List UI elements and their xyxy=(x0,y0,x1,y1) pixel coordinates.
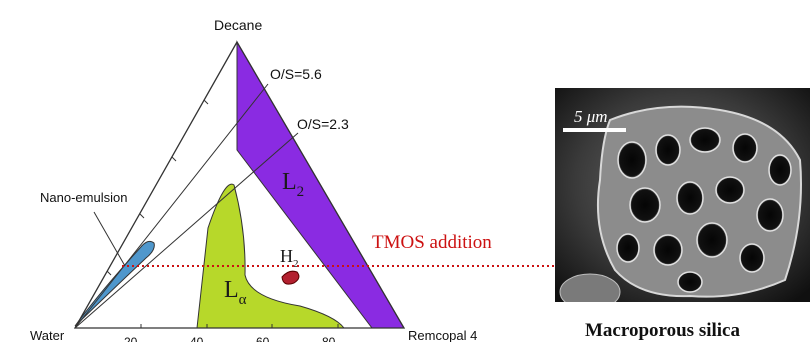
bottom-edge-ticks xyxy=(140,324,339,328)
micrograph-caption: Macroporous silica xyxy=(585,320,740,341)
bottom-tick-label: 20 xyxy=(124,335,138,342)
l-alpha-label-sub: α xyxy=(239,292,247,308)
tie-line-os-2-3 xyxy=(74,132,299,329)
nano-emulsion-region xyxy=(74,240,155,327)
l2-label-sub: 2 xyxy=(297,184,305,200)
l-alpha-label-main: L xyxy=(224,277,239,303)
tie-line-os-5-6 xyxy=(74,83,269,329)
tie-line-label-os-5-6: O/S=5.6 xyxy=(270,66,322,82)
left-edge-ticks xyxy=(106,99,209,276)
sem-pores xyxy=(616,127,792,293)
vertex-label-top: Decane xyxy=(214,17,262,33)
h2-region xyxy=(281,270,300,285)
h2-label-sub: 2 xyxy=(293,258,299,270)
nano-emulsion-label: Nano-emulsion xyxy=(40,190,127,205)
l-alpha-region xyxy=(196,183,346,329)
tie-line-label-os-2-3: O/S=2.3 xyxy=(297,116,349,132)
sem-scale-label: 5 μm xyxy=(574,107,608,126)
h2-label-main: H xyxy=(280,246,293,266)
h2-label: H2 xyxy=(280,246,299,270)
vertex-label-bottom-left: Water xyxy=(30,328,65,342)
l-alpha-label: Lα xyxy=(224,277,247,308)
sem-particle xyxy=(559,273,621,302)
nano-emulsion-pointer xyxy=(93,211,126,267)
ternary-phase-diagram: Decane Water Remcopal 4 O/S=5.6 O/S=2.3 … xyxy=(30,17,477,342)
bottom-tick-label: 60 xyxy=(256,335,270,342)
tmos-arrow-label: TMOS addition xyxy=(372,232,492,253)
l2-label-main: L xyxy=(282,169,297,195)
bottom-tick-label: 80 xyxy=(322,335,336,342)
l2-label: L2 xyxy=(282,169,304,200)
vertex-label-bottom-right: Remcopal 4 xyxy=(408,328,477,342)
sem-micrograph: 5 μm xyxy=(555,88,810,302)
triangle-outline xyxy=(73,40,406,329)
bottom-tick-label: 40 xyxy=(190,335,204,342)
